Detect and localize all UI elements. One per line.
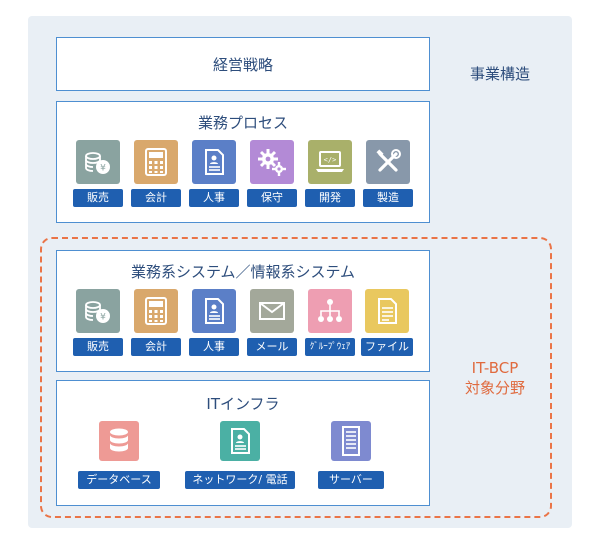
id-document-icon-glyph [205,298,224,324]
org-chart-icon-glyph [318,299,342,322]
gears-icon-glyph [258,149,286,176]
bp-tag-maintenance: 保守 [247,189,297,207]
structure-label: 事業構造 [469,65,530,83]
file-icon [365,289,409,333]
id-document-icon-glyph [231,428,250,454]
bp-item-sales: ¥ 販売 [73,140,123,207]
coins-icon-glyph: ¥ [85,152,110,174]
tools-icon-glyph [376,149,401,172]
scope-label: IT-BCP 対象分野 [440,358,550,398]
file-icon-glyph [378,298,397,324]
bp-tag-accounting: 会計 [131,189,181,207]
calculator-icon-glyph [145,297,167,325]
sys-tag-mail: メール [247,338,297,356]
sys-tag-groupware: ｸﾞﾙｰﾌﾟｳｪｱ [305,338,355,356]
calculator-icon [134,289,178,333]
scope-label-line1: IT-BCP [471,359,519,377]
calculator-icon [134,140,178,184]
coins-icon-glyph: ¥ [85,301,110,323]
mail-icon-glyph [259,302,285,320]
bp-tag-sales: 販売 [73,189,123,207]
sys-tag-file: ファイル [361,338,413,356]
sys-item-mail: メール [247,289,297,356]
sys-tag-accounting: 会計 [131,338,181,356]
server-icon-glyph [342,426,360,456]
infra-title: ITインフラ [206,395,280,413]
mail-icon [250,289,294,333]
sys-item-accounting: 会計 [131,289,181,356]
bp-item-maintenance: 保守 [247,140,297,207]
strategy-box: 経営戦略 [56,37,430,91]
id-document-icon [192,140,236,184]
bp-item-manufacturing: 製造 [363,140,413,207]
scope-label-line2: 対象分野 [464,379,525,397]
sys-item-file: ファイル [361,289,413,356]
bp-item-accounting: 会計 [131,140,181,207]
coins-icon: ¥ [76,140,120,184]
database-icon-glyph [110,428,128,452]
infra-item-server: サーバー [318,421,384,489]
sys-item-groupware: ｸﾞﾙｰﾌﾟｳｪｱ [305,289,355,356]
bp-item-hr: 人事 [189,140,239,207]
it-bcp-scope-outline [40,237,552,518]
tools-icon [366,140,410,184]
infra-item-network: ネットワーク/ 電話 [185,421,295,489]
bp-tag-development: 開発 [305,189,355,207]
infra-item-database: データベース [78,421,160,489]
sys-tag-sales: 販売 [73,338,123,356]
id-document-icon-glyph [205,149,224,175]
id-document-icon [220,421,260,461]
svg-text:</>: </> [324,156,337,164]
id-document-icon [192,289,236,333]
infra-tag-server: サーバー [318,471,384,489]
calculator-icon-glyph [145,148,167,176]
coins-icon: ¥ [76,289,120,333]
laptop-code-icon-glyph: </> [316,151,344,172]
svg-text:¥: ¥ [100,164,106,174]
bp-tag-manufacturing: 製造 [363,189,413,207]
sys-item-hr: 人事 [189,289,239,356]
bp-item-development: </> 開発 [305,140,355,207]
svg-text:¥: ¥ [100,313,106,323]
sys-item-sales: ¥ 販売 [73,289,123,356]
org-chart-icon [308,289,352,333]
systems-title: 業務系システム／情報系システム [130,263,356,281]
server-icon [331,421,371,461]
database-icon [99,421,139,461]
strategy-title: 経営戦略 [212,56,273,74]
infra-tag-database: データベース [78,471,160,489]
business-process-title: 業務プロセス [197,114,288,132]
bp-tag-hr: 人事 [189,189,239,207]
sys-tag-hr: 人事 [189,338,239,356]
infra-tag-network: ネットワーク/ 電話 [185,471,295,489]
gears-icon [250,140,294,184]
laptop-code-icon: </> [308,140,352,184]
